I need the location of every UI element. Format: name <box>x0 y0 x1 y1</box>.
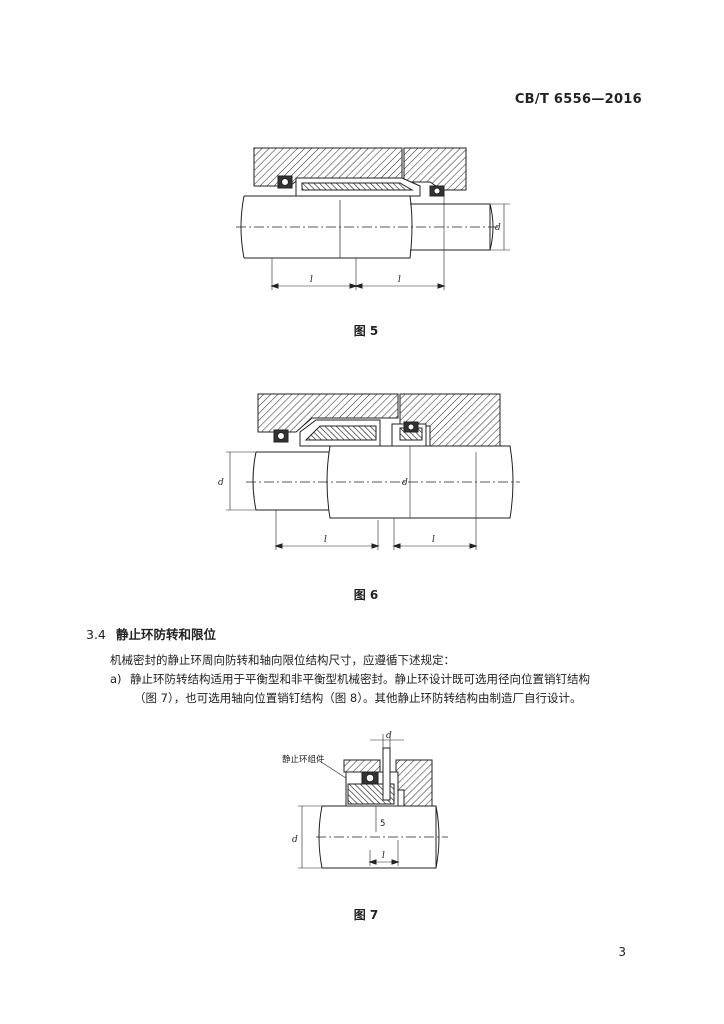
section-heading: 3.4 静止环防转和限位 <box>86 624 216 643</box>
figure-7-caption: 图 7 <box>353 908 379 922</box>
standard-code: CB/T 6556—2016 <box>514 92 642 107</box>
fig5-dim-l-right: l <box>398 275 401 285</box>
figure-5-caption: 图 5 <box>353 324 379 338</box>
fig7-dim-five: 5 <box>380 819 385 829</box>
section-title: 静止环防转和限位 <box>116 627 217 642</box>
fig7-dim-l-bottom: l <box>382 851 385 861</box>
item-a-line2: （图 7），也可选用轴向位置销钉结构（图 8）。其他静止环防转结构由制造厂自行设… <box>134 691 582 705</box>
fig7-dim-d-left: d <box>292 835 298 845</box>
fig7-dim-d-top: d <box>386 731 392 741</box>
page-number: 3 <box>618 945 626 959</box>
fig6-dim-d-mid: d <box>402 478 408 488</box>
item-a-line1: a) 静止环防转结构适用于平衡型和非平衡型机械密封。静止环设计既可选用径向位置销钉… <box>110 671 590 688</box>
fig5-dim-d: d <box>495 223 501 233</box>
section-number: 3.4 <box>86 627 106 642</box>
figure-6-drawing <box>226 393 520 550</box>
item-a-text: 静止环防转结构适用于平衡型和非平衡型机械密封。静止环设计既可选用径向位置销钉结构 <box>130 672 590 686</box>
fig6-dim-l-left: l <box>324 535 327 545</box>
section-intro: 机械密封的静止环周向防转和轴向限位结构尺寸，应遵循下述规定： <box>110 653 455 667</box>
fig5-dim-l-left: l <box>310 275 313 285</box>
fig7-label: 静止环组件 <box>282 754 325 765</box>
figure-7-drawing <box>298 734 448 869</box>
fig6-dim-l-right: l <box>432 535 435 545</box>
fig6-dim-d-left: d <box>218 478 224 488</box>
item-a-marker: a) <box>110 672 122 686</box>
figure-6-caption: 图 6 <box>353 588 379 602</box>
figure-5-drawing <box>236 147 510 290</box>
